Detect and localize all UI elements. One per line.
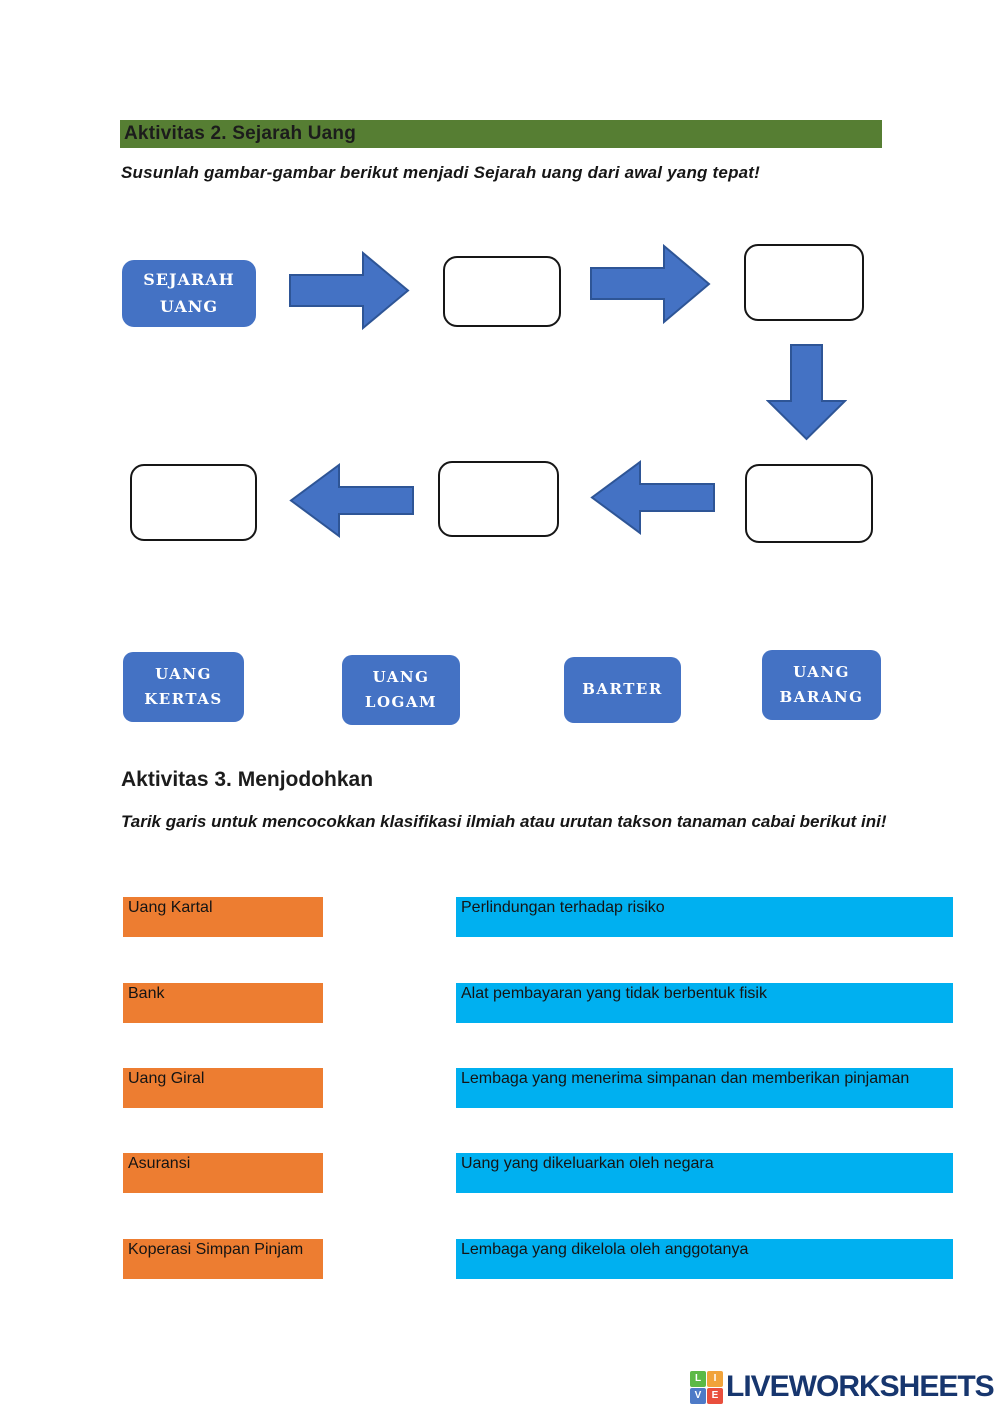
flowchart-drop-slot-4[interactable] — [438, 461, 559, 537]
flowchart-drop-slot-5[interactable] — [130, 464, 257, 541]
flowchart-drop-slot-2[interactable] — [744, 244, 864, 321]
liveworksheets-brand-text: LIVEWORKSHEETS — [726, 1370, 995, 1403]
match-left-koperasi[interactable]: Koperasi Simpan Pinjam — [123, 1239, 323, 1279]
match-right-lembaga-anggota[interactable]: Lembaga yang dikelola oleh anggotanya — [456, 1239, 953, 1279]
match-left-uang-kartal[interactable]: Uang Kartal — [123, 897, 323, 937]
flowchart-drop-slot-3[interactable] — [745, 464, 873, 543]
liveworksheets-grid-icon: L I V E — [690, 1370, 723, 1404]
logo-square-l: L — [690, 1370, 706, 1387]
liveworksheets-logo-link[interactable]: L I V E LIVEWORKSHEETS — [690, 1370, 995, 1404]
activity2-header-bar: Aktivitas 2. Sejarah Uang — [120, 120, 882, 148]
activity3-title: Aktivitas 3. Menjodohkan — [121, 768, 374, 791]
arrow-left-icon — [590, 459, 715, 536]
match-left-bank[interactable]: Bank — [123, 983, 323, 1023]
activity3-instruction: Tarik garis untuk mencocokkan klasifikas… — [121, 812, 887, 831]
arrow-down-icon — [766, 344, 847, 441]
logo-square-e: E — [707, 1387, 723, 1404]
activity2-title: Aktivitas 2. Sejarah Uang — [124, 123, 357, 144]
option-uang-kertas[interactable]: UANG KERTAS — [123, 652, 244, 722]
arrow-left-icon — [289, 462, 414, 539]
arrow-right-icon — [289, 250, 410, 331]
match-right-lembaga-simpanan[interactable]: Lembaga yang menerima simpanan dan membe… — [456, 1068, 953, 1108]
option-barter[interactable]: BARTER — [564, 657, 681, 723]
logo-square-v: V — [690, 1387, 706, 1404]
match-right-alat-pembayaran[interactable]: Alat pembayaran yang tidak berbentuk fis… — [456, 983, 953, 1023]
flowchart-drop-slot-1[interactable] — [443, 256, 561, 327]
flowchart-start-box: SEJARAH UANG — [122, 260, 256, 327]
match-left-uang-giral[interactable]: Uang Giral — [123, 1068, 323, 1108]
option-uang-barang[interactable]: UANG BARANG — [762, 650, 881, 720]
match-right-uang-negara[interactable]: Uang yang dikeluarkan oleh negara — [456, 1153, 953, 1193]
match-left-asuransi[interactable]: Asuransi — [123, 1153, 323, 1193]
option-uang-logam[interactable]: UANG LOGAM — [342, 655, 460, 725]
match-right-perlindungan[interactable]: Perlindungan terhadap risiko — [456, 897, 953, 937]
arrow-right-icon — [590, 243, 711, 325]
logo-square-i: I — [707, 1370, 723, 1387]
activity2-instruction: Susunlah gambar-gambar berikut menjadi S… — [121, 163, 761, 182]
